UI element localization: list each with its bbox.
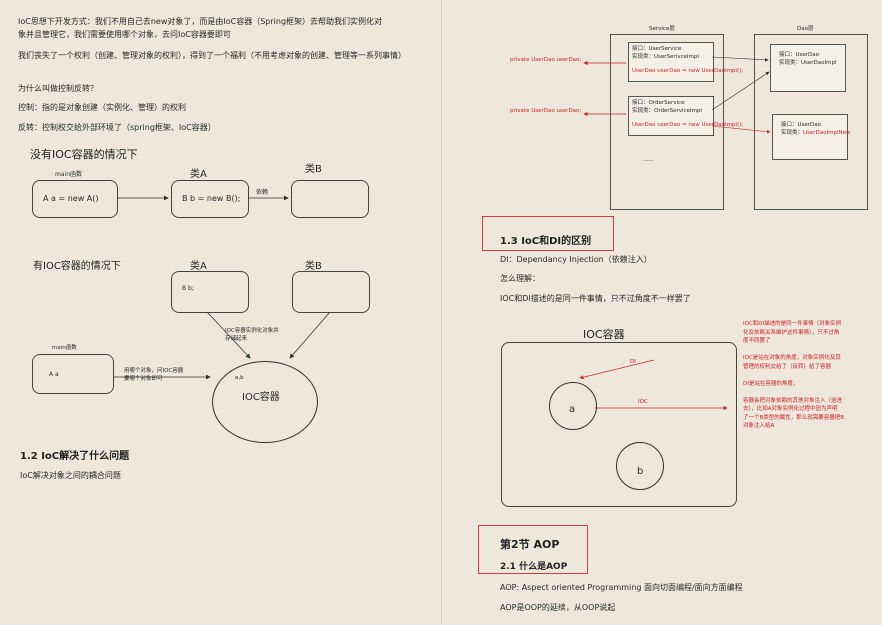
- note-line: 了一个B类型的属性，那么就需要容器把B: [743, 414, 845, 421]
- note-line: IOC是站在对象的角度，对象实例化及其: [743, 355, 841, 361]
- ioc-title: IOC容器: [583, 328, 625, 341]
- with-ioc-heading: 有IOC容器的情况下: [33, 261, 121, 272]
- classA-code-2: B b;: [182, 285, 194, 292]
- aop-oop: AOP是OOP的延续，从OOP说起: [500, 603, 616, 612]
- ioc-note-left-2: 要哪个对象即可: [124, 376, 163, 382]
- dao-layer-box: [754, 34, 868, 210]
- di-arrow-label: DI: [630, 359, 636, 365]
- note-line: [743, 371, 878, 380]
- main-box-2: A a: [32, 354, 114, 394]
- user-dao-interface-2: 接口：UserDao: [781, 122, 822, 128]
- section-2-1-title: 2.1 什么是AOP: [500, 562, 568, 572]
- service-layer-box: [610, 34, 724, 210]
- chapter-2-highlight: [478, 525, 588, 574]
- section-1-2-title: 1.2 IoC解决了什么问题: [20, 451, 130, 462]
- note-line: IOC和DI描述的是同一件事情（对象实例: [743, 321, 842, 327]
- user-service-interface: 接口：UserService: [632, 46, 682, 52]
- user-service-impl: 实现类：UserSerivceImpl: [632, 54, 699, 60]
- inversion-definition: 反转：控制权交给外部环境了（spring框架、IoC容器）: [18, 123, 216, 132]
- user-dao-box-2: 接口：UserDao 实现类：UserDaoImplNew: [772, 114, 851, 160]
- object-a-label: a: [569, 404, 576, 415]
- classB-box-2: [292, 271, 370, 313]
- ioc-container-label: IOC容器: [242, 392, 280, 403]
- order-service-impl: 实现类：OrderServiceImpl: [632, 108, 702, 114]
- order-service-box: 接口：OrderService 实现类：OrderServiceImpl Use…: [628, 96, 743, 136]
- ioc-note-left: 用哪个对象，问IOC容器: [124, 368, 184, 374]
- intro-line-2: 象并且管理它，我们需要使用哪个对象，去问IoC容器要即可: [18, 30, 231, 39]
- note-line: 化及依赖关系维护这件事情），只不过角: [743, 329, 840, 336]
- order-service-interface: 接口：OrderService: [632, 100, 685, 106]
- note-line: [743, 388, 878, 397]
- di-definition: DI：Dependancy Injection（依赖注入）: [500, 255, 652, 264]
- ioc-container-ellipse: [212, 361, 318, 443]
- object-b-circle: [616, 442, 664, 490]
- section-1-2-text: IoC解决对象之间的耦合问题: [20, 471, 121, 480]
- classB-label-2: 类B: [305, 261, 322, 272]
- ioc-arrow-label: IOC: [638, 399, 648, 405]
- main-label-2: main函数: [52, 345, 77, 351]
- dao-layer-title: Dao层: [797, 26, 814, 32]
- note-line: 对象注入给A: [743, 423, 775, 429]
- depends-label: 依赖: [256, 189, 269, 196]
- private-field-2: private UserDao userDao;: [510, 108, 582, 114]
- explanation-notes: IOC和DI描述的是同一件事情（对象实例化及依赖关系维护这件事情），只不过角度不…: [743, 320, 878, 431]
- right-arrows: [579, 56, 771, 411]
- lose-gain-text: 我们丧失了一个权利（创建、管理对象的权利），得到了一个福利（不用考虑对象的创建、…: [18, 51, 406, 60]
- user-dao-impl-new: UserDaoImplNew: [803, 130, 851, 136]
- main-code-2: A a: [49, 371, 59, 378]
- left-page: IoC思想下开发方式：我们不用自己去new对象了，而是由IoC容器（Spring…: [18, 17, 406, 480]
- ioc-note-top-2: 存储起来: [225, 336, 248, 342]
- aop-definition: AOP: Aspect oriented Programming 面向切面编程/…: [500, 583, 743, 592]
- user-dao-impl-1: 实现类：UserDaoImpl: [779, 60, 837, 66]
- intro-line-1: IoC思想下开发方式：我们不用自己去new对象了，而是由IoC容器（Spring…: [18, 17, 383, 26]
- left-arrows: [113, 195, 331, 380]
- ioc-contents: a,b: [235, 375, 244, 381]
- user-service-field: UserDao userDao = new UserDaoImpl();: [632, 68, 744, 74]
- section-1-3-highlight: [482, 216, 614, 251]
- user-dao-interface-1: 接口：UserDao: [779, 52, 820, 58]
- why-question: 为什么叫做控制反转？: [18, 84, 98, 93]
- classA-box-2: B b;: [171, 271, 249, 313]
- user-service-box: 接口：UserService 实现类：UserSerivceImpl UserD…: [628, 42, 743, 82]
- note-line: 去），比如A对象实例化过程中因为声明: [743, 406, 838, 412]
- ellipsis: ......: [643, 157, 654, 163]
- private-field-1: private UserDao userDao;: [510, 57, 582, 63]
- object-b-label: b: [637, 466, 644, 477]
- how-to-understand: 怎么理解：: [500, 274, 540, 283]
- main-code-1: A a = new A(): [43, 194, 99, 203]
- order-service-field: UserDao userDao = new UserDaoImpl();: [632, 122, 744, 128]
- ioc-container-box: [501, 342, 737, 507]
- no-ioc-heading: 没有IOC容器的情况下: [30, 148, 138, 161]
- main-box-1: A a = new A(): [32, 180, 118, 218]
- service-layer-title: Service层: [649, 26, 675, 32]
- note-line: 容器会把对象依赖的其他对象注入（送进: [743, 397, 843, 404]
- same-thing-text: IOC和DI描述的是同一件事情，只不过角度不一样罢了: [500, 294, 691, 303]
- note-line: 度不同罢了: [743, 338, 771, 344]
- classA-code-1: B b = new B();: [182, 194, 241, 203]
- ioc-note-top: IOC容器实例化对象并: [225, 328, 279, 334]
- user-dao-impl-2: 实现类：UserDaoImplNew: [781, 130, 851, 136]
- section-1-3-title: 1.3 IoC和DI的区别: [500, 236, 592, 247]
- control-definition: 控制：指的是对象创建（实例化、管理）的权利: [18, 103, 186, 112]
- note-line: 管理的权利交给了（反转）给了容器: [743, 363, 832, 370]
- chapter-2-title: 第2节 AOP: [500, 538, 560, 551]
- user-dao-box-1: 接口：UserDao 实现类：UserDaoImpl: [770, 44, 846, 92]
- classA-box-1: B b = new B();: [171, 180, 249, 218]
- classA-label-2: 类A: [190, 261, 207, 272]
- note-line: [743, 346, 878, 355]
- object-a-circle: [549, 382, 597, 430]
- classB-label-1: 类B: [305, 164, 322, 175]
- classB-box-1: [291, 180, 369, 218]
- classA-label-1: 类A: [190, 169, 207, 180]
- main-label-1: main函数: [55, 171, 82, 178]
- right-page: Service层 接口：UserService 实现类：UserSerivceI…: [441, 0, 882, 625]
- note-line: DI是站在容器的角度，: [743, 380, 799, 387]
